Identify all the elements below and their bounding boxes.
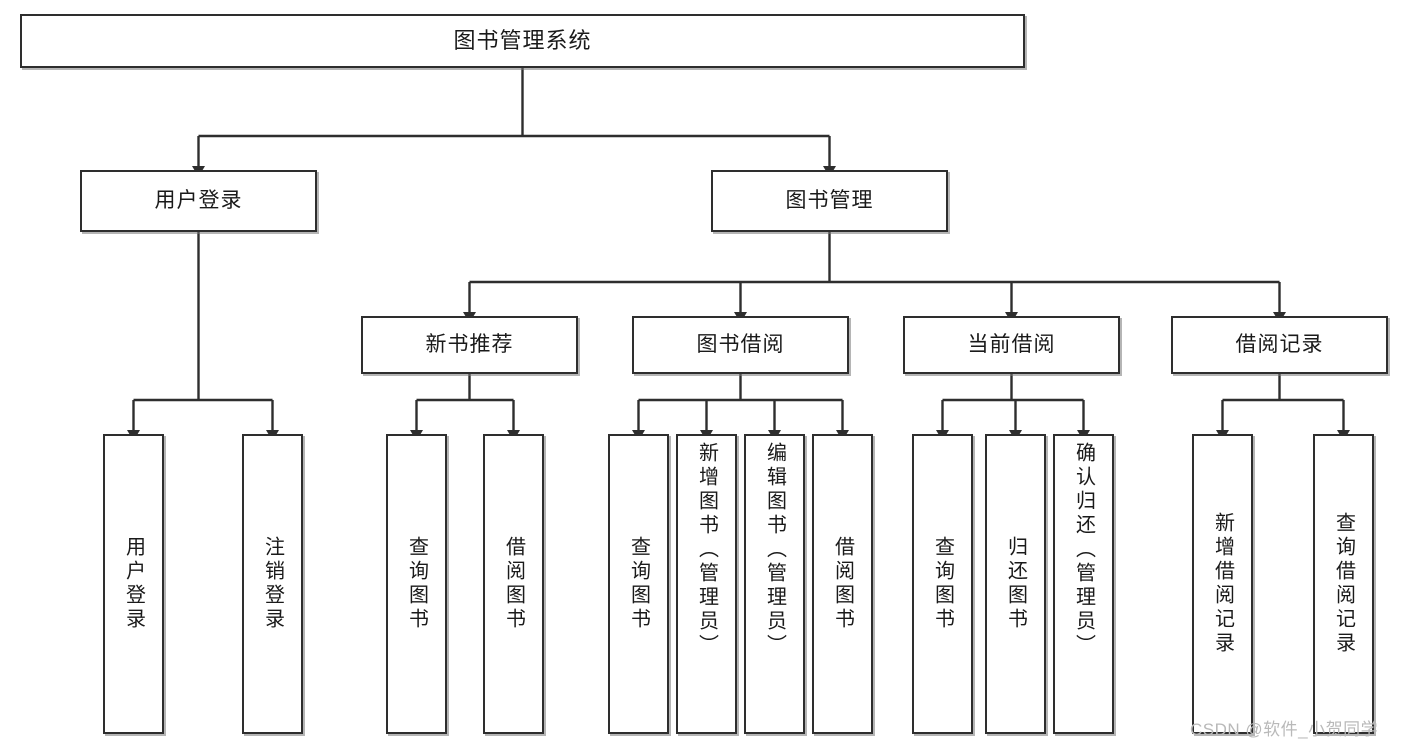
node-leaf-bb-borrow[interactable]: 借阅图书: [812, 434, 873, 734]
node-label: 借阅记录: [1235, 333, 1324, 357]
node-leaf-cb-query[interactable]: 查询图书: [912, 434, 973, 734]
node-label: 图书借阅: [696, 333, 785, 357]
node-leaf-rec-borrow[interactable]: 借阅图书: [483, 434, 544, 734]
node-leaf-user-login[interactable]: 用户登录: [103, 434, 164, 734]
node-label: 借阅图书: [502, 536, 525, 632]
node-borrow-record[interactable]: 借阅记录: [1171, 316, 1388, 374]
node-leaf-rec-query[interactable]: 查询图书: [386, 434, 447, 734]
node-leaf-bb-add[interactable]: 新增图书（管理员）: [676, 434, 737, 734]
watermark-text: CSDN @软件_小贺同学: [1190, 720, 1379, 739]
node-label: 确认归还（管理员）: [1072, 442, 1095, 658]
node-leaf-br-query[interactable]: 查询借阅记录: [1313, 434, 1374, 734]
node-current-borrow[interactable]: 当前借阅: [903, 316, 1120, 374]
node-label: 当前借阅: [967, 333, 1056, 357]
node-label: 新增图书（管理员）: [695, 442, 718, 658]
node-label: 用户登录: [122, 536, 145, 632]
node-label: 编辑图书（管理员）: [763, 442, 786, 658]
node-new-book-rec[interactable]: 新书推荐: [361, 316, 578, 374]
node-label: 新书推荐: [425, 333, 514, 357]
node-leaf-bb-edit[interactable]: 编辑图书（管理员）: [744, 434, 805, 734]
node-label: 用户登录: [154, 189, 243, 213]
node-label: 查询借阅记录: [1332, 512, 1355, 656]
node-leaf-user-logout[interactable]: 注销登录: [242, 434, 303, 734]
node-label: 归还图书: [1004, 536, 1027, 632]
node-leaf-cb-confirm[interactable]: 确认归还（管理员）: [1053, 434, 1114, 734]
node-label: 查询图书: [931, 536, 954, 632]
node-root[interactable]: 图书管理系统: [20, 14, 1025, 68]
node-book-borrow[interactable]: 图书借阅: [632, 316, 849, 374]
node-label: 查询图书: [627, 536, 650, 632]
node-label: 图书管理系统: [453, 27, 592, 53]
node-label: 注销登录: [261, 536, 284, 632]
node-label: 借阅图书: [831, 536, 854, 632]
node-leaf-cb-return[interactable]: 归还图书: [985, 434, 1046, 734]
node-leaf-br-add[interactable]: 新增借阅记录: [1192, 434, 1253, 734]
node-label: 图书管理: [785, 189, 874, 213]
node-label: 查询图书: [405, 536, 428, 632]
node-leaf-bb-query[interactable]: 查询图书: [608, 434, 669, 734]
node-label: 新增借阅记录: [1211, 512, 1234, 656]
node-user-login[interactable]: 用户登录: [80, 170, 317, 232]
node-book-manage[interactable]: 图书管理: [711, 170, 948, 232]
